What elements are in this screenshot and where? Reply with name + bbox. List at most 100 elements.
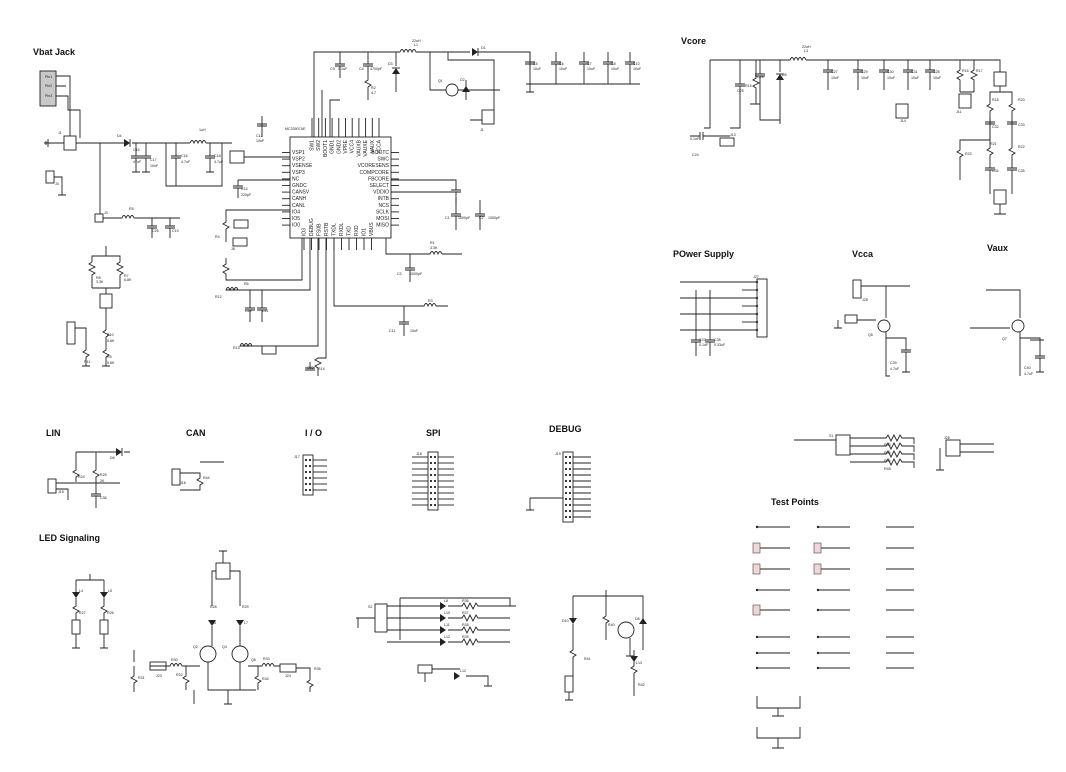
- test-point-node: [816, 525, 820, 529]
- value-c1: 1000pF: [458, 216, 471, 220]
- label-c36: C36: [100, 496, 107, 500]
- label-l2: 1uH: [199, 128, 206, 132]
- value-c31: 10uF: [911, 76, 920, 80]
- value-c15: 47uF: [133, 160, 142, 164]
- ps-junction: [755, 296, 759, 300]
- label-j17: J17: [294, 455, 300, 459]
- label-r17: R17: [976, 69, 983, 73]
- header-pin: [568, 509, 572, 513]
- header-pin: [568, 473, 572, 477]
- ic-left-pins: VSP1VSP2VSENSEVSP3NCGNDCCANSVCANHCANLIO4…: [282, 150, 313, 229]
- header-pin: [429, 491, 433, 495]
- test-point-node: [755, 666, 759, 670]
- ic-pin-rxd: RXD: [354, 225, 360, 236]
- label-c37: C37: [699, 338, 706, 342]
- label-ledbar-l12: L12: [444, 635, 450, 639]
- label-c38: C38: [714, 338, 721, 342]
- label-c19: C19: [172, 229, 179, 233]
- label-j28: J28: [862, 298, 868, 302]
- label-r18: R18: [992, 98, 999, 102]
- ic-pin-intb: INTB: [378, 196, 390, 202]
- connector-j11: [958, 93, 972, 109]
- label-pin1: Pin1: [45, 75, 52, 79]
- ic-pin-txd: TXD: [347, 226, 353, 236]
- can-block: J16 R44: [171, 461, 224, 491]
- label-c7: C7: [587, 62, 592, 66]
- label-r44: R44: [203, 476, 210, 480]
- header-j18-spi: [427, 451, 439, 511]
- label-q5: Q5: [868, 333, 873, 337]
- label-s2: S2: [368, 605, 372, 609]
- header-pin: [429, 473, 433, 477]
- header-pin: [568, 467, 572, 471]
- test-point-node: [755, 651, 759, 655]
- label-d3: D3: [388, 62, 393, 66]
- label-c26: C26: [152, 229, 159, 233]
- header-pin: [568, 461, 572, 465]
- ic-pin-vsp1: VSP1: [292, 150, 305, 156]
- connector-j26: [945, 439, 961, 457]
- ic-pin-gnd2: GND2: [336, 140, 342, 154]
- test-point-pad: [813, 563, 822, 575]
- ledbar-wire: [387, 637, 510, 647]
- value-c7: 10uF: [587, 67, 596, 71]
- label-r46: R46: [884, 459, 891, 463]
- header-pin: [429, 497, 433, 501]
- value-c6: 10uF: [559, 67, 568, 71]
- label-r45: R45: [884, 451, 891, 455]
- ic-pin-gndc: GNDC: [292, 183, 307, 189]
- diode-d4: [124, 139, 130, 147]
- label-r15: R15: [745, 84, 752, 88]
- label-r3: R3: [428, 299, 433, 303]
- connector-j15: [47, 478, 57, 494]
- label-r48: R48: [884, 467, 891, 471]
- label-c14: C14: [241, 187, 248, 191]
- label-c24: C24: [692, 153, 699, 157]
- ic-pin-cansv: CANSV: [292, 190, 310, 196]
- value-c10: 10uF: [633, 67, 642, 71]
- value-r7: 6.8K: [124, 278, 132, 282]
- cap-c10: [625, 52, 635, 84]
- ledbar-wire: [387, 625, 510, 635]
- label-r4: R4: [215, 235, 220, 239]
- label-ledbar-l8: L8: [444, 599, 448, 603]
- connector-j16: [171, 468, 181, 486]
- label-d10: D10: [562, 619, 569, 623]
- label-l7: L7: [244, 621, 248, 625]
- dip-res-r46: [850, 449, 915, 460]
- label-c30: C30: [887, 70, 894, 74]
- label-c23: C23: [307, 366, 314, 370]
- connector-j25: [417, 664, 433, 674]
- label-r1: R1: [430, 241, 435, 245]
- ps-junction: [755, 304, 759, 308]
- label-r41: R41: [584, 657, 591, 661]
- connector-j1b: [481, 109, 495, 125]
- transistor-q7: [1011, 319, 1025, 333]
- ic-pin-io3: IO3: [302, 228, 308, 236]
- title-lin: LIN: [46, 428, 61, 438]
- transistor-q5: [877, 319, 891, 333]
- connector-j3: [94, 213, 104, 223]
- header-pin: [308, 470, 312, 474]
- connector-j10: [719, 137, 735, 147]
- header-pin: [308, 476, 312, 480]
- label-c8: C8: [611, 62, 616, 66]
- label-q4: Q4: [222, 645, 227, 649]
- connector-j12: [993, 71, 1007, 87]
- diode-d3: [392, 68, 400, 74]
- led-signaling-block: L4 L5 R27 R26 R28 R29 L6 L7 Q2 Q4 Q6 J23…: [71, 550, 321, 705]
- value-r2: 4.7: [371, 91, 376, 95]
- test-point-node: [816, 651, 820, 655]
- mosfet-q2: [199, 645, 217, 663]
- ic-pin-mosi: MOSI: [376, 216, 389, 222]
- header-pin: [564, 503, 568, 507]
- label-l1n: L1: [414, 43, 418, 47]
- label-c21: C21: [262, 309, 269, 313]
- value-c40: 4.7uF: [1024, 372, 1034, 376]
- test-point-node: [755, 525, 759, 529]
- header-pin: [564, 461, 568, 465]
- test-point-node: [755, 588, 759, 592]
- label-r30: R30: [171, 658, 178, 662]
- vaux-block: Q7 C40 4.7uF: [970, 289, 1045, 376]
